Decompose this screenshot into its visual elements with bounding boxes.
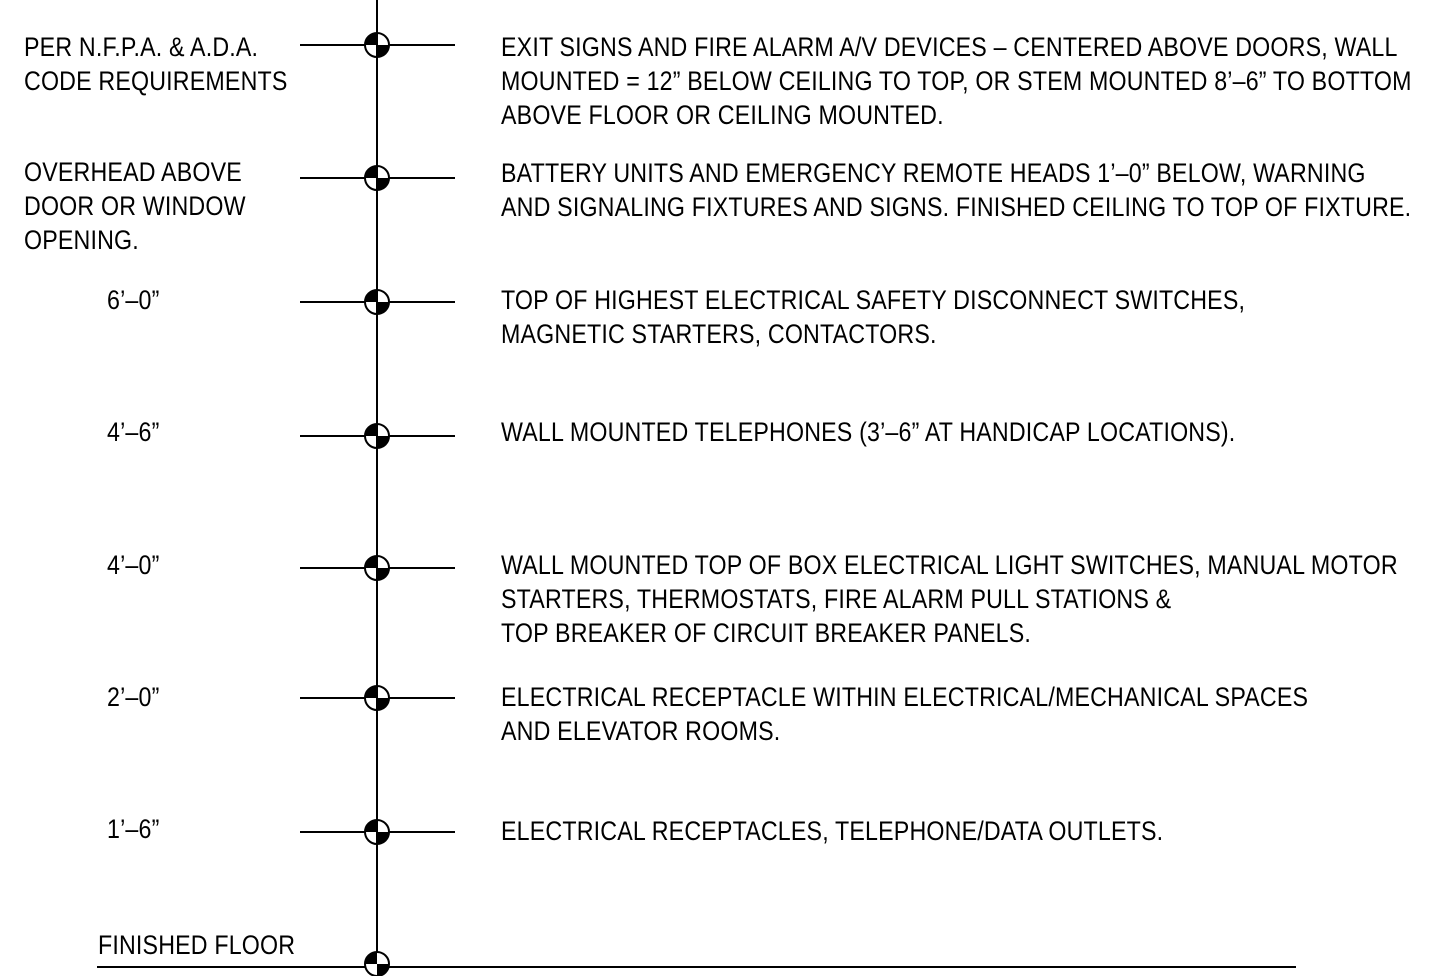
elevation-marker-row-6	[364, 685, 390, 711]
elevation-marker-row-5	[364, 555, 390, 581]
description-row-2: BATTERY UNITS AND EMERGENCY REMOTE HEADS…	[501, 158, 1412, 222]
height-label-row-2: OVERHEAD ABOVE DOOR OR WINDOW OPENING.	[24, 157, 246, 255]
height-label-row-6: 2’–0”	[107, 682, 160, 712]
elevation-marker-row-7	[364, 819, 390, 845]
description-row-6: ELECTRICAL RECEPTACLE WITHIN ELECTRICAL/…	[501, 682, 1309, 746]
height-label-row-3: 6’–0”	[107, 285, 160, 315]
elevation-marker-row-4	[364, 423, 390, 449]
elevation-marker-row-2	[364, 165, 390, 191]
floor-marker	[364, 951, 390, 976]
description-row-5: WALL MOUNTED TOP OF BOX ELECTRICAL LIGHT…	[501, 550, 1398, 648]
description-row-3: TOP OF HIGHEST ELECTRICAL SAFETY DISCONN…	[501, 285, 1246, 349]
elevation-marker-row-3	[364, 289, 390, 315]
description-row-1: EXIT SIGNS AND FIRE ALARM A/V DEVICES – …	[501, 32, 1412, 130]
height-label-row-4: 4’–6”	[107, 417, 160, 447]
finished-floor-label: FINISHED FLOOR	[98, 930, 296, 960]
height-label-row-7: 1’–6”	[107, 814, 160, 844]
height-label-row-1: PER N.F.P.A. & A.D.A. CODE REQUIREMENTS	[24, 32, 288, 96]
height-label-row-5: 4’–0”	[107, 550, 160, 580]
description-row-4: WALL MOUNTED TELEPHONES (3’–6” AT HANDIC…	[501, 417, 1236, 447]
description-row-7: ELECTRICAL RECEPTACLES, TELEPHONE/DATA O…	[501, 816, 1164, 846]
elevation-marker-row-1	[364, 32, 390, 58]
